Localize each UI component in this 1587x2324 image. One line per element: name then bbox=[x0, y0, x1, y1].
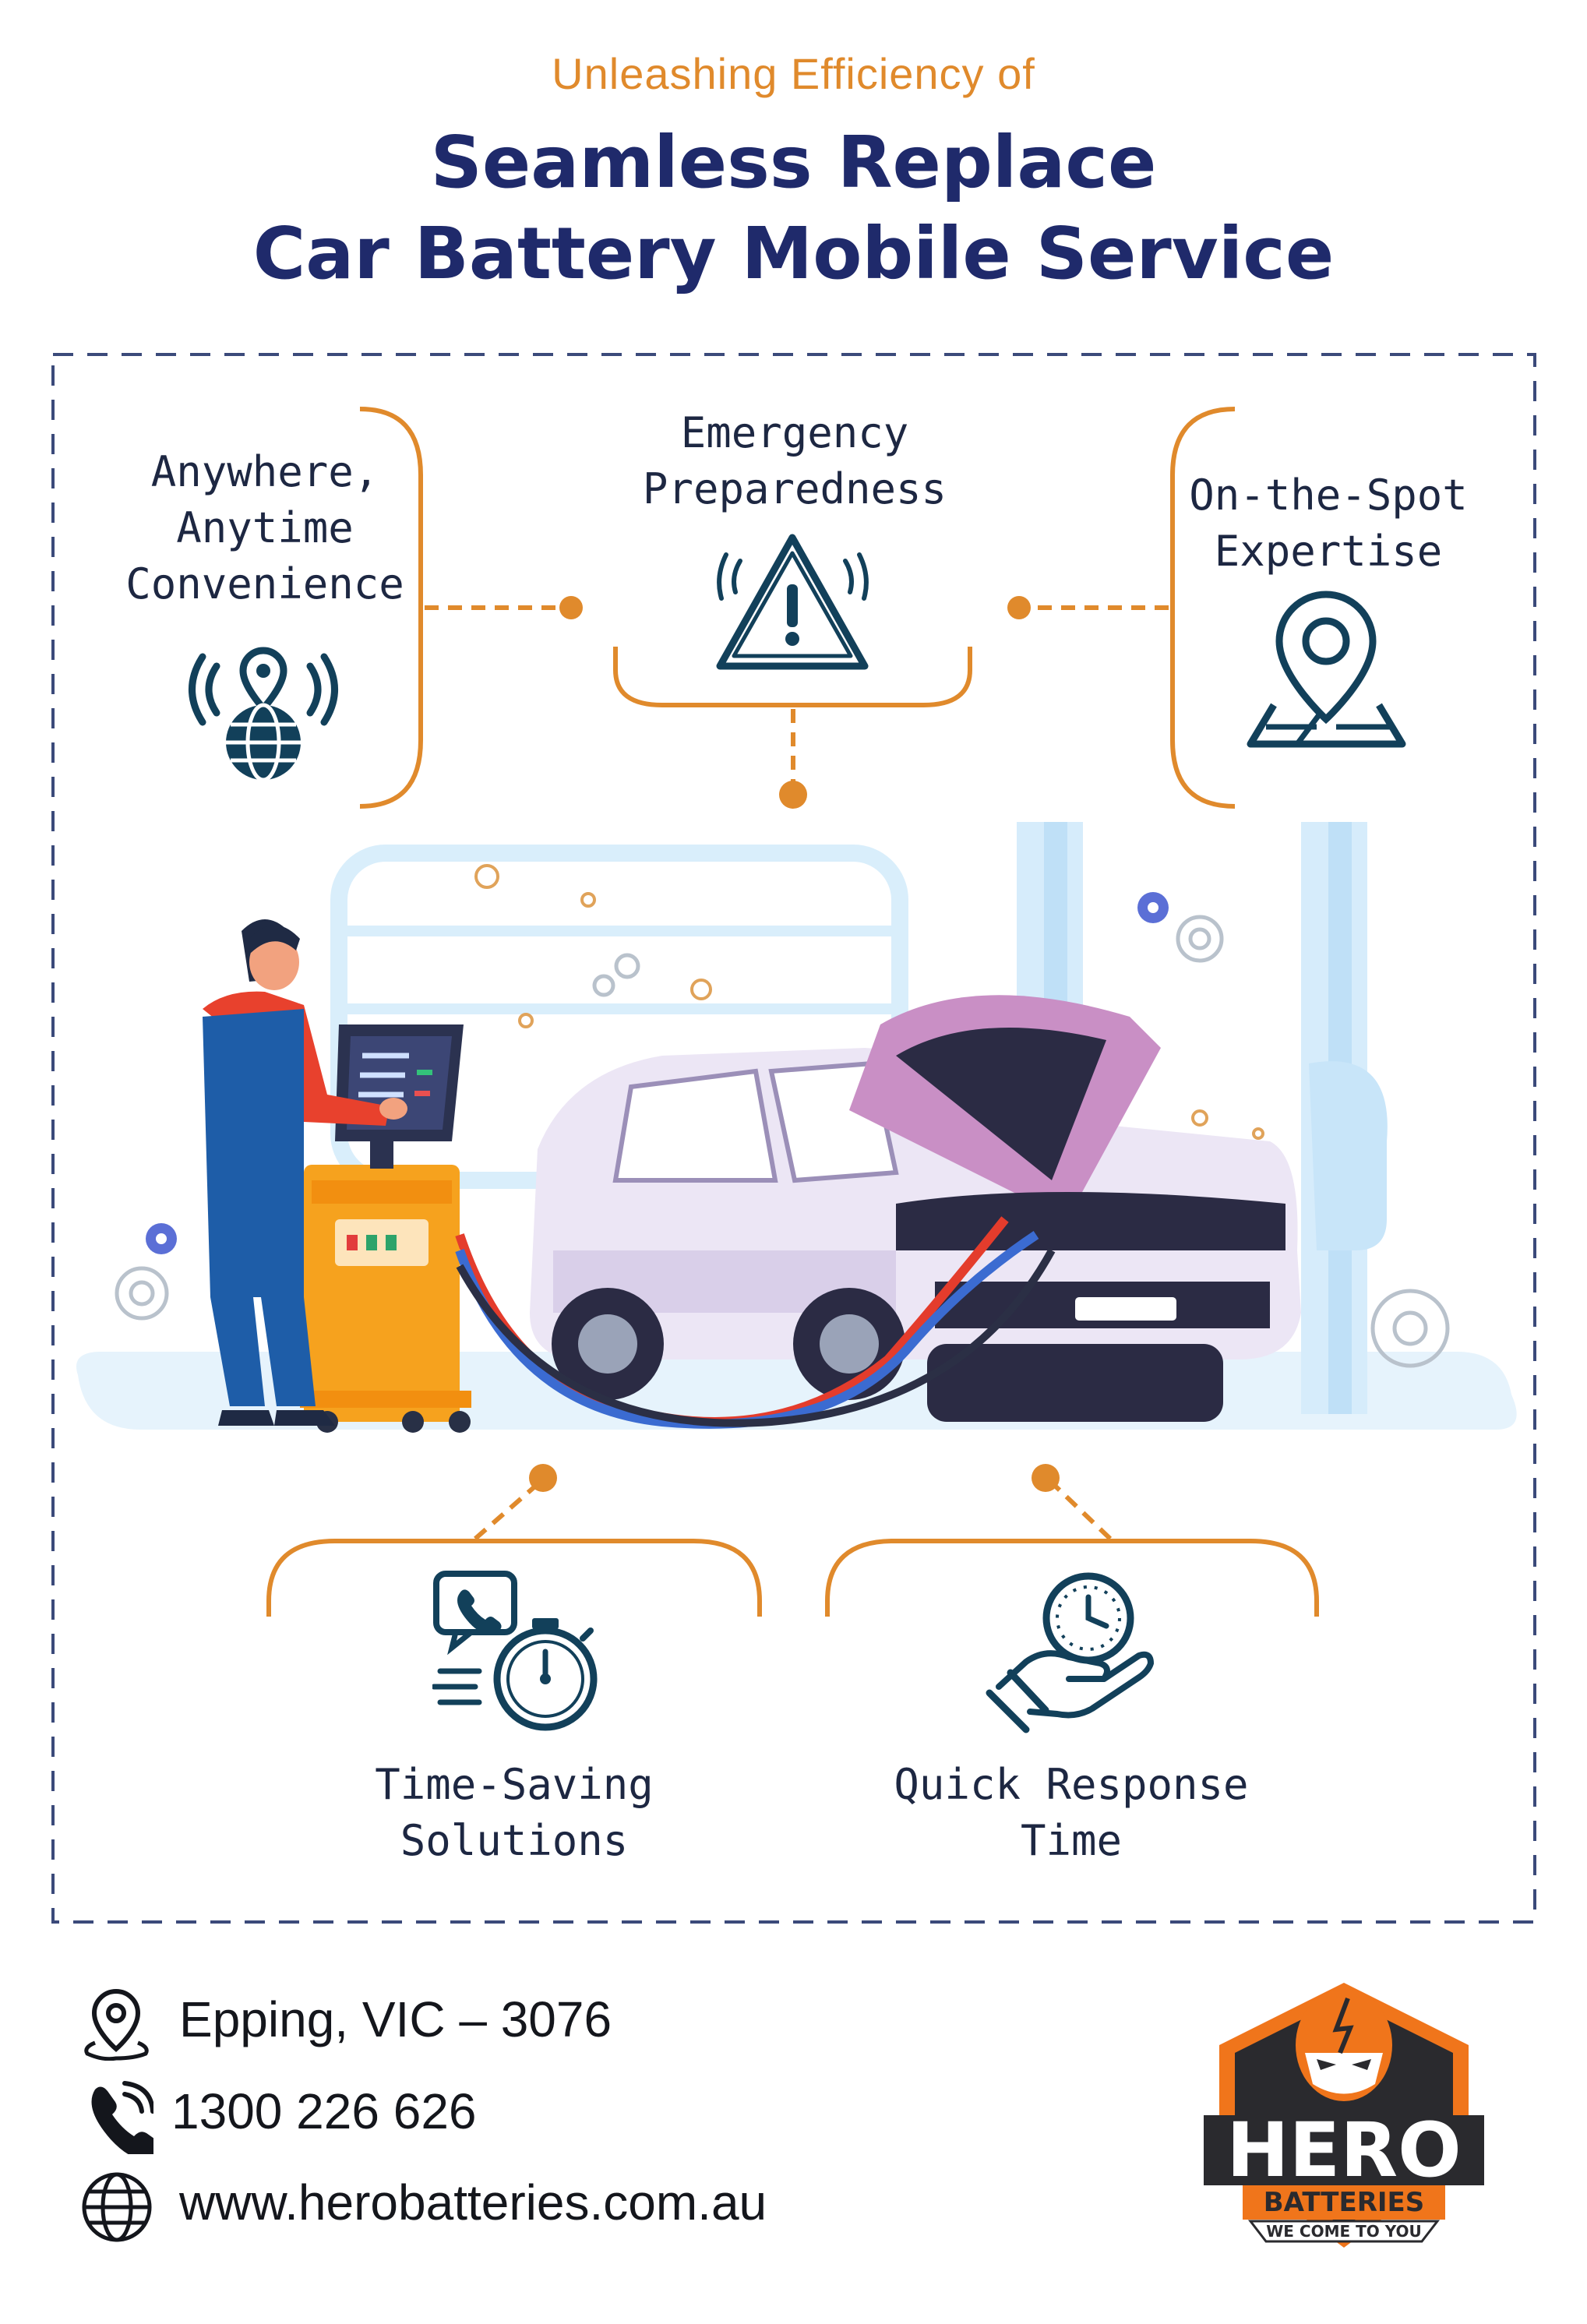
warning-triangle-icon bbox=[716, 534, 869, 670]
feature-emergency-label: Emergency Preparedness bbox=[608, 405, 982, 517]
feature-timesaving-label: Time-Saving Solutions bbox=[319, 1757, 709, 1869]
feature-anywhere-text: Anywhere, Anytime Convenience bbox=[125, 447, 404, 608]
mechanic-car-illustration bbox=[76, 822, 1517, 1433]
hand-clock-icon bbox=[986, 1572, 1154, 1733]
hero-batteries-logo: HERO BATTERIES WE COME TO YOU bbox=[1204, 1983, 1484, 2248]
contact-phone: 1300 226 626 bbox=[171, 2083, 477, 2139]
page-title-line2: Car Battery Mobile Service bbox=[252, 212, 1335, 295]
logo-sub-text: BATTERIES bbox=[1264, 2187, 1425, 2218]
phone-stopwatch-icon bbox=[432, 1571, 598, 1731]
feature-quick-text: Quick Response Time bbox=[894, 1760, 1249, 1865]
contact-website[interactable]: www.herobatteries.com.au bbox=[179, 2174, 767, 2231]
page-title-line1: Seamless Replace bbox=[430, 121, 1157, 204]
feature-quick-label: Quick Response Time bbox=[865, 1757, 1278, 1869]
intro-text: Unleashing Efficiency of bbox=[552, 49, 1035, 98]
contact-location: Epping, VIC – 3076 bbox=[179, 1991, 612, 2047]
feature-onspot-label: On-the-Spot Expertise bbox=[1169, 467, 1488, 580]
feature-onspot-text: On-the-Spot Expertise bbox=[1189, 471, 1468, 576]
phone-icon bbox=[91, 2081, 153, 2154]
globe-signal-icon bbox=[189, 647, 338, 782]
map-location-icon bbox=[1247, 591, 1406, 748]
globe-icon bbox=[82, 2172, 152, 2242]
logo-brand-text: HERO bbox=[1226, 2107, 1461, 2194]
location-pin-icon bbox=[84, 1988, 149, 2061]
feature-timesaving-text: Time-Saving Solutions bbox=[375, 1760, 654, 1865]
logo-tagline-text: WE COME TO YOU bbox=[1266, 2222, 1422, 2241]
feature-anywhere-label: Anywhere, Anytime Convenience bbox=[93, 444, 436, 612]
feature-emergency-text: Emergency Preparedness bbox=[642, 408, 947, 513]
